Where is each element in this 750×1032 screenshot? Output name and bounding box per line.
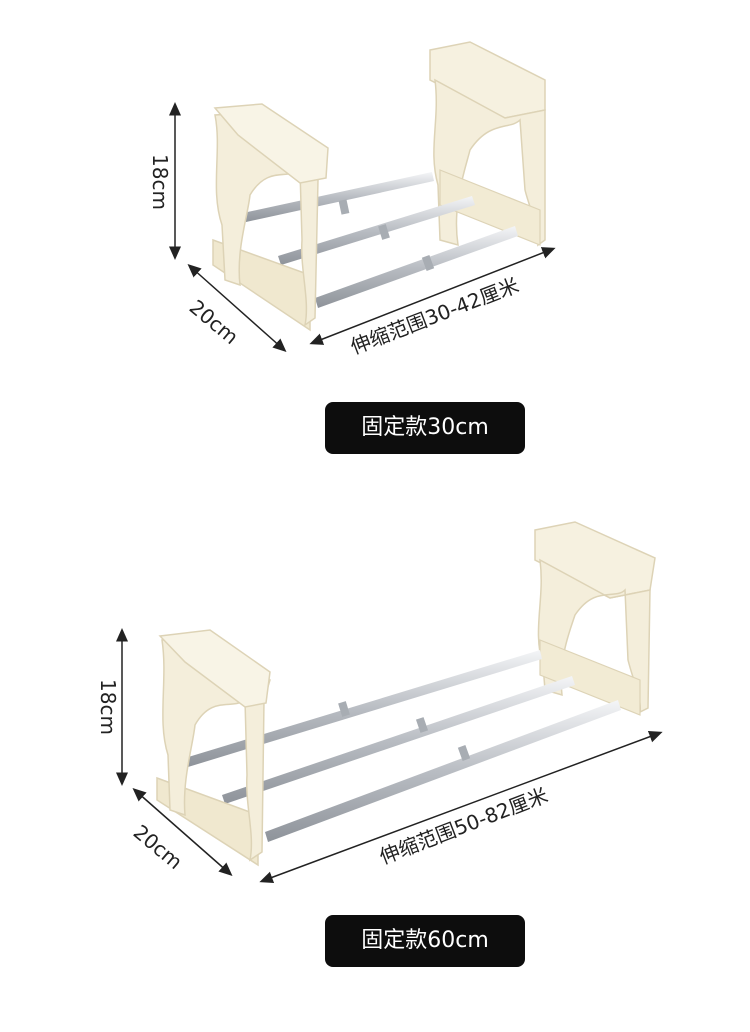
shelf-30-front-bracket <box>212 103 329 332</box>
badge-60: 固定款60cm <box>325 915 525 967</box>
badge-30: 固定款30cm <box>325 402 525 454</box>
height-label-30: 18cm <box>147 154 172 210</box>
shelf-60-image <box>156 521 656 867</box>
shelf-60-front-bracket <box>156 629 271 867</box>
shelf-30-back-bracket <box>429 41 546 247</box>
shelf-60-back-bracket <box>534 521 656 716</box>
height-label-60: 18cm <box>95 679 120 735</box>
